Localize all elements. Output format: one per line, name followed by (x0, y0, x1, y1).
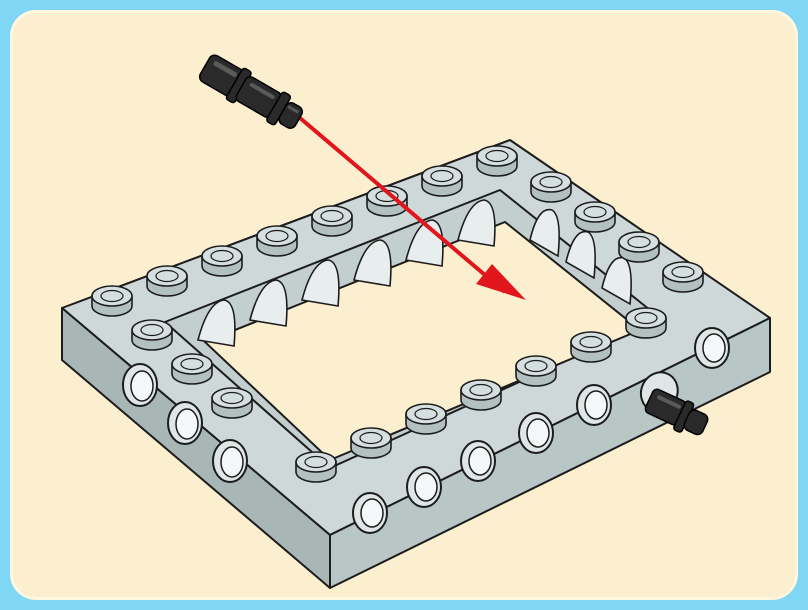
stud-icon (132, 320, 172, 350)
stud-icon (147, 266, 187, 296)
stud-icon (406, 404, 446, 434)
stud-icon (516, 356, 556, 386)
stud-icon (212, 388, 252, 418)
stud-icon (571, 332, 611, 362)
stud-icon (575, 202, 615, 232)
connector-pin-icon (196, 50, 308, 135)
stud-icon (202, 246, 242, 276)
stud-icon (92, 286, 132, 316)
stud-icon (312, 206, 352, 236)
stud-icon (477, 146, 517, 176)
stud-icon (626, 308, 666, 338)
stud-icon (172, 354, 212, 384)
stud-icon (461, 380, 501, 410)
stud-icon (257, 226, 297, 256)
stud-icon (619, 232, 659, 262)
stud-icon (531, 172, 571, 202)
stud-icon (422, 166, 462, 196)
stud-icon (351, 428, 391, 458)
stud-icon (663, 262, 703, 292)
technic-open-frame-icon (62, 140, 770, 588)
stud-icon (296, 452, 336, 482)
